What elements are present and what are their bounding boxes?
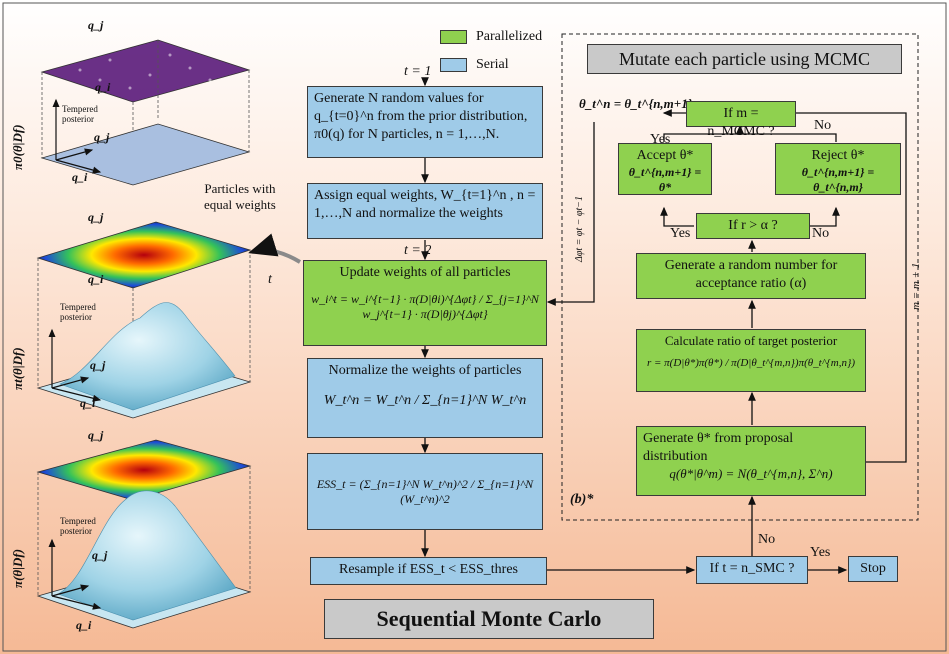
prior-panel [40,39,251,186]
calc-ratio-equation: r = π(D|θ*)π(θ*) / π(D|θ_t^{m,n})π(θ_t^{… [646,356,856,369]
assign-weights-line-2: 1,…,N and normalize the weights [314,205,503,221]
reject-box: Reject θ* θ_t^{n,m+1} = θ_t^{n,m} [775,143,901,195]
no-r-label: No [812,226,830,241]
if-nsmc-text: If t = n_SMC ? [709,561,795,576]
if-nmcmc-box: If m = n_MCMC ? [686,101,796,139]
tempered-top-line-2: posterior [62,114,94,124]
ess-box: ESS_t = (Σ_{n=1}^N W_t^n)^2 / Σ_{n=1}^N … [307,453,543,530]
assign-weights-box: Assign equal weights, W_{t=1}^n , n = 1,… [307,183,543,239]
stop-text: Stop [860,561,886,576]
axis-qj-6: q_j [92,548,108,562]
proposal-equation: q(θ*|θ^m) = N(θ_t^{m,n}, Σ^n) [669,465,833,481]
yes-smc-label: Yes [810,545,831,560]
delta-phi-label: Δφt = φt − φt−1 [574,195,585,262]
panel-tag: (b)* [570,492,594,507]
ess-equation: ESS_t = (Σ_{n=1}^N W_t^n)^2 / Σ_{n=1}^N … [316,477,534,507]
if-nmcmc-text: If m = n_MCMC ? [707,106,775,139]
particles-label: Particles with equal weights [204,181,276,213]
figure-title: Sequential Monte Carlo [376,606,602,631]
generate-random-line-1: Generate N random values for [314,91,484,106]
legend-parallelized-label: Parallelized [476,29,543,44]
update-weights-equation: w_i^t = w_i^{t−1} · π(D|θi)^{Δφt} / Σ_{j… [311,291,539,322]
legend-parallelized-swatch [440,30,467,44]
axis-qi-2: q_i [72,170,88,184]
tempered-mid-line-2: posterior [60,312,92,322]
t2-label: t = 2 [404,243,432,258]
resample-box: Resample if ESS_t < ESS_thres [310,557,547,585]
ylabel-mid: πt(θ|Df) [10,347,25,390]
generate-theta-line-1: Generate θ* from proposal [643,431,794,446]
tempered-mid-line-1: Tempered [60,302,96,312]
axis-qi-3: q_i [88,272,104,286]
axis-qj-3: q_j [88,210,104,224]
tempered-bot-line-2: posterior [60,526,92,536]
posterior-panel [36,439,252,629]
if-r-text: If r > α ? [728,218,778,233]
reject-title: Reject θ* [811,148,865,163]
axis-qj-4: q_j [90,358,106,372]
axis-qi-6: q_i [76,618,92,632]
normalize-box: Normalize the weights of particles W_t^n… [307,358,543,438]
t1-label: t = 1 [404,64,432,79]
random-number-line-2: acceptance ratio (α) [695,275,807,291]
tempered-label-bot: Tempered posterior [60,516,96,536]
normalize-title: Normalize the weights of particles [328,363,522,378]
calc-ratio-title: Calculate ratio of target posterior [664,333,838,348]
random-number-box: Generate a random number for acceptance … [636,253,866,299]
generate-random-box: Generate N random values for q_{t=0}^n f… [307,86,543,158]
ylabel-top: π0(θ|Df) [10,124,25,170]
update-weights-title: Update weights of all particles [339,265,511,280]
m-update-label: m = m + 1 [910,262,922,310]
accept-title: Accept θ* [636,148,694,163]
normalize-equation: W_t^n = W_t^n / Σ_{n=1}^N W_t^n [323,392,527,408]
axis-qj-1: q_j [88,18,104,32]
mcmc-title-box: Mutate each particle using MCMC [587,44,902,74]
axis-qj-5: q_j [88,428,104,442]
mcmc-title: Mutate each particle using MCMC [619,49,870,69]
no-smc-label: No [758,532,776,547]
update-weights-box: Update weights of all particles w_i^t = … [303,260,547,346]
tempered-label-top: Tempered posterior [62,104,98,124]
tempered-label-mid: Tempered posterior [60,302,96,322]
axis-qj-2: q_j [94,130,110,144]
generate-theta-line-2: distribution [643,448,708,464]
tempered-panel [36,221,252,419]
if-nsmc-box: If t = n_SMC ? [696,556,808,584]
yes-r-label: Yes [670,226,691,241]
particles-line-2: equal weights [204,197,276,212]
if-r-box: If r > α ? [696,213,810,239]
legend-serial-swatch [440,58,467,72]
tempered-bot-line-1: Tempered [60,516,96,526]
particles-line-1: Particles with [204,181,276,196]
t-arrow-label: t [268,272,272,287]
resample-text: Resample if ESS_t < ESS_thres [338,562,518,577]
accept-equation: θ_t^{n,m+1} = θ* [628,164,702,195]
no-mcmc-label: No [814,118,832,133]
title-box: Sequential Monte Carlo [324,599,654,639]
generate-random-line-2: q_{t=0}^n from the prior distribution, [314,108,528,124]
calc-ratio-box: Calculate ratio of target posterior r = … [636,329,866,392]
axis-qi-4: q_i [80,396,96,410]
legend-serial-label: Serial [476,57,509,72]
theta-out-label: θ_t^n = θ_t^{n,m+1} [579,96,693,111]
stop-box: Stop [848,556,898,582]
assign-weights-line-1: Assign equal weights, W_{t=1}^n , n = [314,188,536,203]
tempered-top-line-1: Tempered [62,104,98,114]
generate-random-line-3: π0(q) for N particles, n = 1,…,N. [314,126,500,142]
axis-qi-1: q_i [95,80,111,94]
random-number-line-1: Generate a random number for [664,258,838,273]
accept-box: Accept θ* θ_t^{n,m+1} = θ* [618,143,712,195]
generate-theta-box: Generate θ* from proposal distribution q… [636,426,866,496]
reject-equation: θ_t^{n,m+1} = θ_t^{n,m} [801,164,875,195]
ylabel-bot: π(θ|Df) [10,548,25,588]
